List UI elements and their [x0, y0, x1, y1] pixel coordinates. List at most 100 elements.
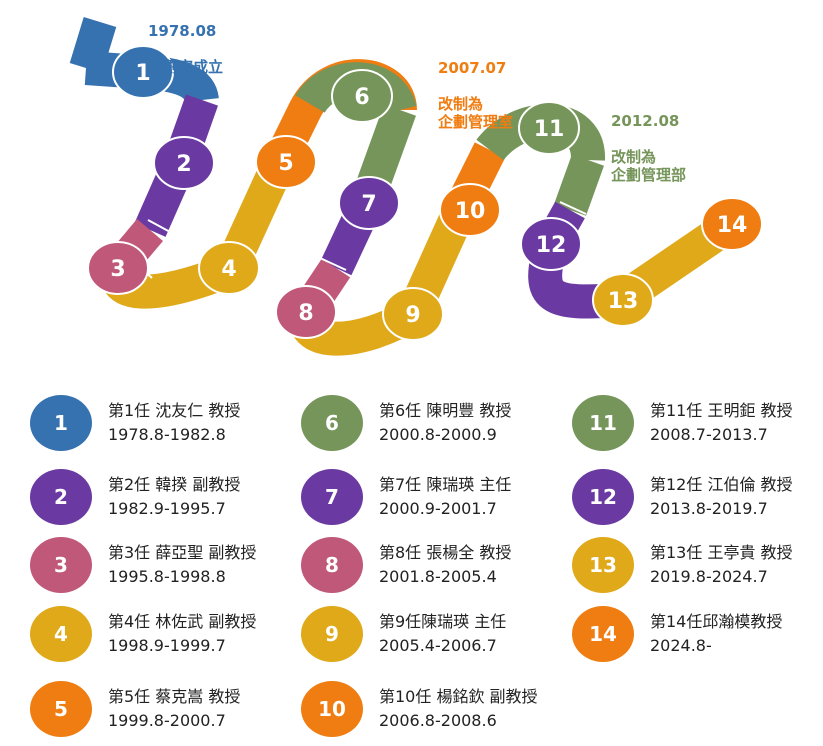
term-period: 2000.9-2001.7 — [379, 499, 497, 518]
legend-text: 第9任陳瑞瑛 主任 2005.4-2006.7 — [379, 610, 506, 658]
term-period: 1978.8-1982.8 — [108, 425, 226, 444]
milestone-text: 改制為 企劃管理室 — [438, 95, 514, 131]
legend-text: 第1任 沈友仁 教授 1978.8-1982.8 — [108, 399, 240, 447]
term-period: 2024.8- — [650, 636, 712, 655]
legend-number-badge: 10 — [301, 681, 363, 737]
director-name: 第13任 王亭貴 教授 — [650, 543, 793, 562]
legend-number-badge: 9 — [301, 606, 363, 662]
legend-item-5: 5 第5任 蔡克嵩 教授 1999.8-2000.7 — [30, 681, 292, 743]
legend-number-badge: 14 — [572, 606, 634, 662]
path-node-label: 2 — [176, 152, 191, 177]
path-node-label: 3 — [110, 257, 125, 282]
path-node-6: 6 — [331, 69, 393, 123]
path-node-4: 4 — [198, 241, 260, 295]
director-name: 第2任 韓揆 副教授 — [108, 475, 241, 494]
term-period: 1995.8-1998.8 — [108, 567, 226, 586]
legend-text: 第12任 江伯倫 教授 2013.8-2019.7 — [650, 473, 793, 521]
legend-item-4: 4 第4任 林佐武 副教授 1998.9-1999.7 — [30, 606, 292, 668]
legend-number-badge: 7 — [301, 469, 363, 525]
path-node-3: 3 — [87, 241, 149, 295]
director-name: 第1任 沈友仁 教授 — [108, 401, 241, 420]
path-node-label: 10 — [455, 199, 486, 224]
path-node-10: 10 — [439, 183, 501, 237]
path-node-label: 6 — [354, 85, 369, 110]
path-divider-2 — [147, 219, 173, 234]
path-node-label: 9 — [405, 303, 420, 328]
path-node-2: 2 — [153, 136, 215, 190]
legend-number-badge: 5 — [30, 681, 92, 737]
legend-text: 第13任 王亭貴 教授 2019.8-2024.7 — [650, 541, 793, 589]
director-name: 第9任陳瑞瑛 主任 — [379, 612, 507, 631]
term-period: 2005.4-2006.7 — [379, 636, 497, 655]
milestone-date: 2007.07 — [438, 59, 507, 77]
legend-number-badge: 1 — [30, 395, 92, 451]
path-segment-17 — [554, 154, 604, 216]
milestone-2007: 2007.07 改制為 企劃管理室 — [438, 41, 513, 149]
path-divider-5 — [319, 257, 347, 271]
legend-item-1: 1 第1任 沈友仁 教授 1978.8-1982.8 — [30, 395, 292, 457]
path-node-label: 4 — [221, 257, 236, 282]
term-period: 2013.8-2019.7 — [650, 499, 768, 518]
legend-text: 第4任 林佐武 副教授 1998.9-1999.7 — [108, 610, 256, 658]
legend-item-2: 2 第2任 韓揆 副教授 1982.9-1995.7 — [30, 469, 292, 531]
milestone-text: 改制為 企劃管理部 — [611, 148, 687, 184]
path-node-label: 1 — [135, 61, 150, 86]
path-node-label: 11 — [534, 117, 565, 142]
path-node-label: 12 — [536, 233, 567, 258]
legend-text: 第2任 韓揆 副教授 1982.9-1995.7 — [108, 473, 240, 521]
legend-number-badge: 12 — [572, 469, 634, 525]
legend-number-badge: 13 — [572, 537, 634, 593]
director-name: 第11任 王明鉅 教授 — [650, 401, 793, 420]
legend-text: 第5任 蔡克嵩 教授 1999.8-2000.7 — [108, 685, 240, 733]
legend-text: 第14任邱瀚模教授 2024.8- — [650, 610, 782, 658]
legend-text: 第7任 陳瑞瑛 主任 2000.9-2001.7 — [379, 473, 511, 521]
path-node-12: 12 — [520, 217, 582, 271]
legend-number-badge: 2 — [30, 469, 92, 525]
term-period: 1998.9-1999.7 — [108, 636, 226, 655]
path-node-label: 13 — [608, 289, 639, 314]
path-node-11: 11 — [518, 101, 580, 155]
legend-item-12: 12 第12任 江伯倫 教授 2013.8-2019.7 — [572, 469, 823, 531]
milestone-2012: 2012.08 改制為 企劃管理部 — [611, 94, 686, 202]
director-name: 第4任 林佐武 副教授 — [108, 612, 257, 631]
legend-number-badge: 8 — [301, 537, 363, 593]
legend-item-9: 9 第9任陳瑞瑛 主任 2005.4-2006.7 — [301, 606, 563, 668]
term-period: 2000.8-2000.9 — [379, 425, 497, 444]
milestone-date: 2012.08 — [611, 112, 680, 130]
term-period: 1999.8-2000.7 — [108, 711, 226, 730]
path-node-1: 1 — [112, 45, 174, 99]
director-name: 第5任 蔡克嵩 教授 — [108, 687, 241, 706]
director-name: 第8任 張楊全 教授 — [379, 543, 512, 562]
director-name: 第14任邱瀚模教授 — [650, 612, 783, 631]
term-period: 2006.8-2008.6 — [379, 711, 497, 730]
path-node-8: 8 — [275, 285, 337, 339]
term-period: 2001.8-2005.4 — [379, 567, 497, 586]
director-name: 第7任 陳瑞瑛 主任 — [379, 475, 512, 494]
path-node-5: 5 — [255, 135, 317, 189]
legend-item-7: 7 第7任 陳瑞瑛 主任 2000.9-2001.7 — [301, 469, 563, 531]
path-node-14: 14 — [701, 197, 763, 251]
path-node-label: 8 — [298, 301, 313, 326]
path-divider-7 — [559, 201, 587, 215]
path-node-label: 14 — [717, 213, 748, 238]
milestone-date: 1978.08 — [148, 22, 217, 40]
director-name: 第12任 江伯倫 教授 — [650, 475, 793, 494]
path-node-7: 7 — [338, 176, 400, 230]
path-node-9: 9 — [382, 287, 444, 341]
milestone-text: 企劃室成立 — [148, 58, 224, 76]
term-period: 1982.9-1995.7 — [108, 499, 226, 518]
director-name: 第3任 薛亞聖 副教授 — [108, 543, 257, 562]
legend-number-badge: 6 — [301, 395, 363, 451]
path-node-13: 13 — [592, 273, 654, 327]
path-node-label: 7 — [361, 192, 376, 217]
milestone-1978: 1978.08 企劃室成立 — [148, 4, 223, 94]
legend-number-badge: 4 — [30, 606, 92, 662]
term-period: 2019.8-2024.7 — [650, 567, 768, 586]
legend-number-badge: 11 — [572, 395, 634, 451]
